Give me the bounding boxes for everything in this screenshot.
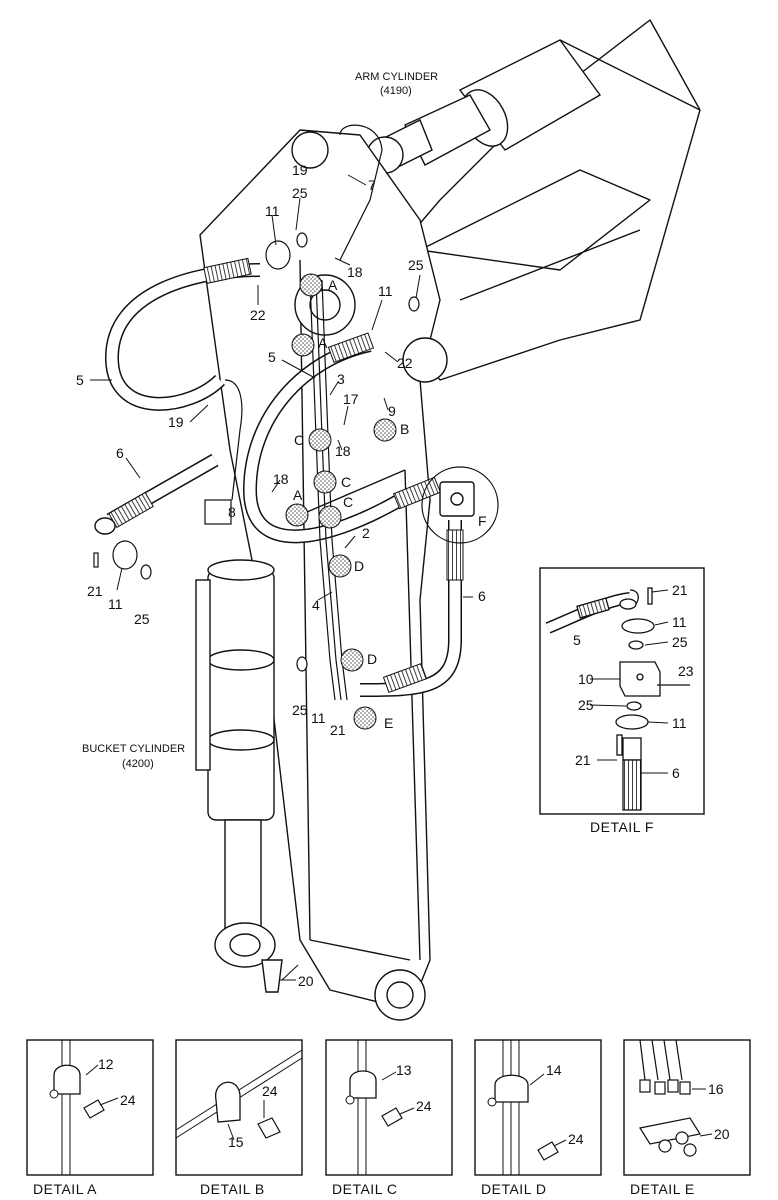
detail-a-caption: DETAIL A <box>33 1181 97 1197</box>
detail-c-13: 13 <box>396 1062 412 1078</box>
detail-f-21-top: 21 <box>672 582 688 598</box>
marker-c-1: C <box>294 432 304 448</box>
small-parts <box>93 232 420 672</box>
callout-11-low: 11 <box>311 710 326 726</box>
detail-e-caption: DETAIL E <box>630 1181 695 1197</box>
callout-18-mid: 18 <box>335 443 351 459</box>
arm-cylinder <box>366 39 602 176</box>
detail-e-panel: 16 20 DETAIL E <box>623 1039 751 1197</box>
callout-8: 8 <box>228 504 236 520</box>
marker-c-3: C <box>343 494 353 510</box>
marker-b: B <box>400 421 409 437</box>
arm-structure <box>199 129 448 1021</box>
detail-d-14: 14 <box>546 1062 562 1078</box>
callout-6-right: 6 <box>478 588 486 604</box>
bucket-cylinder-label: BUCKET CYLINDER <box>82 743 185 755</box>
detail-a-12: 12 <box>98 1056 114 1072</box>
callout-5-left: 5 <box>76 372 84 388</box>
callout-19-left: 19 <box>168 414 184 430</box>
detail-c-caption: DETAIL C <box>332 1181 397 1197</box>
leader-lines <box>90 174 473 981</box>
callout-7: 7 <box>368 177 376 193</box>
callout-22-right: 22 <box>397 355 413 371</box>
callout-4: 4 <box>312 597 320 613</box>
detail-a-panel: 12 24 DETAIL A <box>26 1039 154 1197</box>
detail-b-24: 24 <box>262 1083 278 1099</box>
callout-25-low: 25 <box>292 702 308 718</box>
hose-5-loop <box>104 257 261 411</box>
callout-11-top: 11 <box>265 203 280 219</box>
detail-e-20: 20 <box>714 1126 730 1142</box>
detail-f-5: 5 <box>573 632 581 648</box>
steel-pipes <box>224 124 383 701</box>
marker-a-low: A <box>293 487 303 503</box>
hose-5-right <box>242 332 442 544</box>
callout-9: 9 <box>388 403 396 419</box>
detail-b-15: 15 <box>228 1134 244 1150</box>
bucket-cylinder <box>195 559 283 993</box>
detail-a-24: 24 <box>120 1092 136 1108</box>
callout-20: 20 <box>298 973 314 989</box>
marker-d-1: D <box>354 558 364 574</box>
callout-25-top: 25 <box>292 185 308 201</box>
detail-f-21-bot: 21 <box>575 752 591 768</box>
marker-a-mid: A <box>318 335 328 351</box>
detail-f-25-top: 25 <box>672 634 688 650</box>
callout-19-top: 19 <box>292 162 308 178</box>
detail-f-10: 10 <box>578 671 594 687</box>
callout-21-left: 21 <box>87 583 103 599</box>
callout-11-right: 11 <box>378 283 393 299</box>
marker-a-top: A <box>328 277 338 293</box>
callout-25-right: 25 <box>408 257 424 273</box>
callout-22-left: 22 <box>250 307 266 323</box>
detail-f-11-bot: 11 <box>672 715 687 731</box>
detail-d-panel: 14 24 DETAIL D <box>474 1039 602 1197</box>
detail-f-panel: 21 11 25 5 10 23 25 11 21 6 DETAIL F <box>539 567 705 835</box>
detail-f-6: 6 <box>672 765 680 781</box>
block-f <box>421 466 499 544</box>
callout-21-low: 21 <box>330 722 346 738</box>
callout-18-low: 18 <box>273 471 289 487</box>
detail-b-panel: 24 15 DETAIL B <box>175 1039 303 1197</box>
marker-d-2: D <box>367 651 377 667</box>
detail-f-caption: DETAIL F <box>590 819 654 835</box>
callout-2: 2 <box>362 525 370 541</box>
marker-f: F <box>478 513 487 529</box>
detail-f-23: 23 <box>678 663 694 679</box>
detail-e-16: 16 <box>708 1081 724 1097</box>
detail-f-25-bot: 25 <box>578 697 594 713</box>
arm-cylinder-code: (4190) <box>380 85 412 97</box>
callout-11-left: 11 <box>108 596 123 612</box>
detail-d-24: 24 <box>568 1131 584 1147</box>
detail-d-caption: DETAIL D <box>481 1181 546 1197</box>
arm-cylinder-label: ARM CYLINDER <box>355 71 438 83</box>
detail-f-11-top: 11 <box>672 614 687 630</box>
marker-e: E <box>384 715 393 731</box>
callout-6-left: 6 <box>116 445 124 461</box>
detail-c-24: 24 <box>416 1098 432 1114</box>
detail-b-caption: DETAIL B <box>200 1181 265 1197</box>
callout-17: 17 <box>343 391 359 407</box>
clamp-markers <box>285 273 397 730</box>
callout-5-mid: 5 <box>268 349 276 365</box>
hose-6-left <box>94 453 219 535</box>
callout-18-top: 18 <box>347 264 363 280</box>
bucket-cylinder-code: (4200) <box>122 758 154 770</box>
callout-3: 3 <box>337 371 345 387</box>
detail-c-panel: 13 24 DETAIL C <box>325 1039 453 1197</box>
callout-25-left: 25 <box>134 611 150 627</box>
marker-c-2: C <box>341 474 351 490</box>
